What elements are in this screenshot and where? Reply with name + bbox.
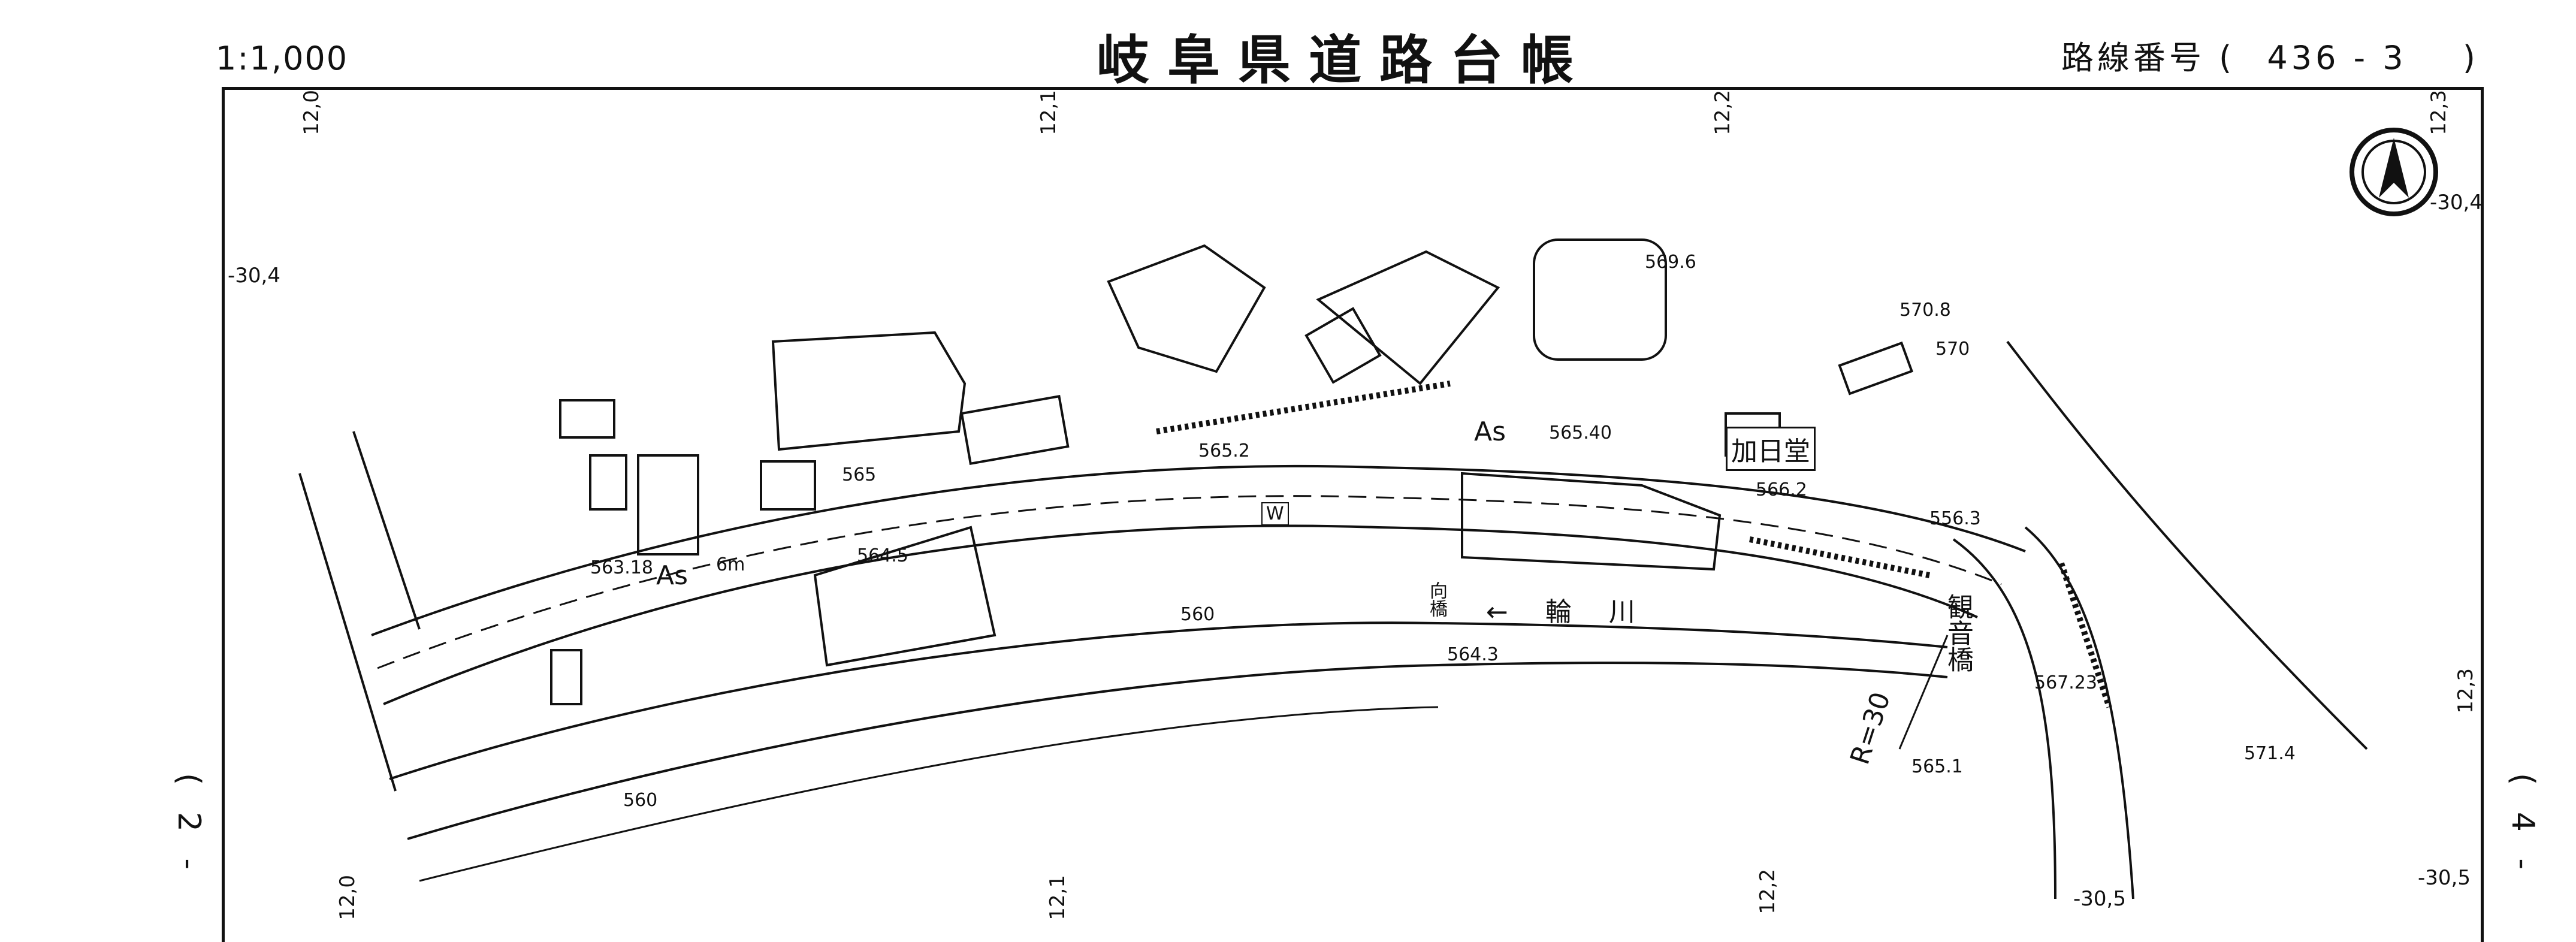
building-15	[1533, 238, 1667, 361]
page-title: 岐阜県道路台帳	[1097, 29, 1592, 91]
bridge-label-kannon: 観音橋	[1943, 593, 1973, 672]
grid-top-4: 12,3	[2427, 90, 2451, 135]
river-bank-south	[407, 662, 1948, 840]
contour-label: 560	[623, 790, 658, 811]
boundary-right	[2006, 340, 2368, 750]
grid-bottom-2: 12,1	[1046, 875, 1070, 920]
road-surface-label: As	[1474, 416, 1506, 447]
road-edges	[298, 340, 2368, 899]
elevation-label: 565.40	[1549, 422, 1612, 443]
contour-label: 560	[1180, 604, 1215, 625]
elevation-label: 565.2	[1198, 440, 1250, 461]
retaining-walls	[1156, 381, 2112, 708]
boundary-left-1	[298, 473, 397, 792]
contour-label: 570	[1935, 339, 1970, 360]
river-edge-lower	[419, 706, 1439, 882]
route-number-label: 路線番号 ( 436 - 3 )	[2061, 31, 2479, 78]
road-edge-north	[371, 464, 2026, 636]
building-5	[771, 331, 967, 451]
grid-right-3: -30,5	[2418, 866, 2471, 890]
wall-1	[1156, 381, 1451, 434]
building-14	[550, 649, 582, 705]
river-bank-north	[389, 621, 1948, 780]
building-8	[1316, 250, 1500, 385]
bridge-label-mukai: 向橋	[1426, 581, 1447, 617]
grid-top-2: 12,1	[1037, 90, 1061, 135]
elevation-label: 564.5	[857, 545, 908, 566]
side-road-edge-1	[1952, 538, 2056, 899]
grid-top-3: 12,2	[1711, 90, 1735, 135]
building-1	[559, 399, 615, 439]
map-scale: 1:1,000	[216, 40, 349, 77]
side-page-left: ( 2 -	[171, 773, 207, 878]
building-2	[589, 454, 627, 511]
grid-right-2: 12,3	[2454, 668, 2478, 714]
buildings	[550, 238, 1914, 705]
building-11	[1461, 472, 1722, 571]
elevation-label: 563.18	[590, 557, 653, 578]
route-number: 436 - 3	[2267, 39, 2407, 77]
map-frame	[222, 87, 2484, 942]
building-6	[960, 395, 1070, 466]
road-edge-south	[383, 524, 1978, 705]
building-3	[637, 454, 699, 555]
elevation-label: 569.6	[1645, 252, 1696, 273]
elevation-label: 564.3	[1447, 644, 1499, 665]
grid-bottom-3: 12,2	[1756, 869, 1780, 914]
boundary-left-2	[352, 431, 421, 630]
grid-top-1: 12,0	[300, 90, 324, 135]
elevation-label: 571.4	[2244, 743, 2296, 764]
side-page-right: ( 4 -	[2505, 773, 2541, 878]
building-4	[760, 460, 816, 511]
elevation-label: 567.23	[2034, 672, 2097, 693]
wall-2	[1749, 536, 1930, 578]
grid-left-1: -30,4	[228, 264, 280, 288]
road-centerline	[377, 495, 2002, 669]
wall-marker-label: W	[1261, 502, 1289, 526]
building-13	[1838, 341, 1914, 395]
grid-bottom-1: 12,0	[336, 875, 360, 920]
elevation-label: 556.3	[1929, 508, 1981, 529]
curve-radius-line	[1898, 635, 1949, 750]
building-10	[813, 526, 996, 667]
route-close-paren: )	[2462, 39, 2479, 77]
north-arrow-icon	[2349, 128, 2438, 216]
elevation-label: 566.2	[1756, 479, 1807, 500]
elevation-label: 570.8	[1899, 300, 1951, 321]
river-label: ← 輪 川	[1486, 597, 1650, 627]
grid-bottom-y: -30,5	[2073, 887, 2126, 911]
building-9	[1304, 307, 1382, 384]
elevation-label: 565.1	[1911, 756, 1963, 777]
route-label-text: 路線番号	[2061, 39, 2205, 77]
route-open-paren: (	[2219, 39, 2236, 77]
lane-width-label: 6m	[716, 554, 745, 575]
side-road-edge-2	[2024, 526, 2134, 899]
shrine-label: 加日堂	[1726, 427, 1816, 471]
grid-right-1: -30,4	[2430, 191, 2483, 215]
contour-label: 565	[842, 464, 877, 485]
road-surface-label: As	[656, 560, 688, 591]
building-7	[1107, 244, 1266, 373]
